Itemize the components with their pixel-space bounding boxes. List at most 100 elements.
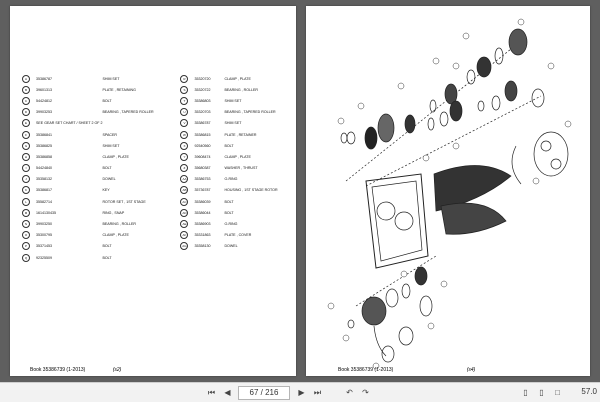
single-page-view-icon[interactable]: ▯ xyxy=(523,388,528,397)
part-number: 54424840 xyxy=(36,166,52,171)
two-page-view-icon[interactable]: ▯ xyxy=(539,388,544,397)
ref-bubble: F xyxy=(22,130,30,139)
part-description: BEARING , ROLLER xyxy=(224,87,259,92)
part-description: SHIM SET xyxy=(102,143,120,148)
part-description: PLATE , COVER xyxy=(224,233,252,238)
part-number: 35386841 xyxy=(36,132,52,137)
first-page-icon[interactable]: ⏮ xyxy=(207,388,216,397)
ref-bubble: O xyxy=(22,231,30,240)
ref-bubble: AG xyxy=(180,242,189,251)
last-page-icon[interactable]: ⏭ xyxy=(313,388,322,397)
part-number: 35386803 xyxy=(194,98,211,103)
part-description: BOLT xyxy=(224,199,234,204)
ref-bubble: R xyxy=(180,74,189,83)
ref-bubble: K xyxy=(22,186,30,195)
part-number: 35386815 xyxy=(194,132,211,137)
part-description: RING , SNAP xyxy=(102,210,125,215)
ref-bubble: W xyxy=(180,130,189,139)
part-number: 35386753 xyxy=(194,177,211,182)
part-number: 39601313 xyxy=(36,87,52,92)
ref-bubble: A xyxy=(22,74,30,83)
ref-bubble: H xyxy=(22,152,30,161)
part-number: 35386817 xyxy=(36,188,52,193)
back-icon[interactable]: ↶ xyxy=(346,388,353,397)
part-number: 35386787 xyxy=(194,121,211,126)
page-footer: Book 35386739 (1-2013) (s4) xyxy=(338,367,475,373)
next-page-icon[interactable]: ▶ xyxy=(298,388,305,397)
table-row: K 35386817 KEY AB 35736787 HOUSING , 1ST STAG… xyxy=(22,185,278,196)
ref-bubble: Z xyxy=(180,164,189,173)
part-description: BEARING , TAPERED ROLLER xyxy=(224,110,276,115)
table-row: O 35300795 CLAMP , PLATE AF 35331863 PLATE , … xyxy=(22,230,278,241)
part-number: SEE GEAR SET CHART / SHEET 2 OF 2 xyxy=(36,121,103,126)
page-code: (s4) xyxy=(466,367,476,373)
part-number: 35386044 xyxy=(194,210,211,215)
part-number: 35371453 xyxy=(36,244,52,249)
part-description: SHIM SET xyxy=(224,121,242,126)
ref-bubble: X xyxy=(180,141,189,150)
page-right: Book 35386739 (1-2013) (s4) xyxy=(306,6,590,376)
table-row: P 35371453 BOLT AG 35358130 DOWEL xyxy=(22,241,278,252)
part-number: 35680387 xyxy=(194,166,211,171)
fit-view-icon[interactable]: □ xyxy=(555,388,560,397)
part-description: CLAMP , PLATE xyxy=(224,154,251,159)
part-description: ROTOR SET , 1ST STAGE xyxy=(102,199,146,204)
part-number: 35300795 xyxy=(36,233,52,238)
part-description: CLAMP , PLATE xyxy=(102,154,129,159)
ref-bubble: AF xyxy=(180,231,189,240)
part-description: DOWEL xyxy=(224,244,238,249)
ref-bubble: I xyxy=(22,164,30,173)
previous-page-icon[interactable]: ◀ xyxy=(224,388,231,397)
zoom-level[interactable]: 57.0 xyxy=(581,387,597,396)
page-code: (s2) xyxy=(112,367,122,373)
ref-bubble: L xyxy=(22,197,30,206)
forward-icon[interactable]: ↷ xyxy=(362,388,369,397)
ref-bubble: V xyxy=(180,119,189,128)
part-number: 35358132 xyxy=(36,177,52,182)
ref-bubble: C xyxy=(22,96,30,105)
part-description: WASHER , THRUST xyxy=(224,166,258,171)
part-number: 35386825 xyxy=(36,143,52,148)
ref-bubble: E xyxy=(22,119,30,128)
page-indicator[interactable]: 67 / 216 xyxy=(238,386,290,400)
ref-bubble: AB xyxy=(180,186,189,195)
part-number: 35331863 xyxy=(194,233,211,238)
ref-bubble: D xyxy=(22,108,30,117)
part-number: 35582714 xyxy=(36,199,52,204)
part-description: SHIM SET xyxy=(102,76,120,81)
part-number: 35358130 xyxy=(194,244,211,249)
part-description: BOLT xyxy=(102,98,112,103)
part-description: CLAMP , PLATE xyxy=(102,233,129,238)
part-description: HOUSING , 1ST STAGE ROTOR xyxy=(224,188,278,193)
part-number xyxy=(194,252,224,263)
part-number: 35386858 xyxy=(36,154,52,159)
part-number: 35736787 xyxy=(194,188,211,193)
viewer-toolbar: ⏮ ◀ 67 / 216 ▶ ⏭ ↶ ↷ ▯ ▯ □ 57.0 xyxy=(0,382,600,402)
ref-bubble: AE xyxy=(180,220,189,229)
part-description: DOWEL xyxy=(102,177,116,182)
book-number: Book 35386739 (1-2013) xyxy=(338,367,394,373)
ref-bubble: U xyxy=(180,108,189,117)
part-description: PLATE , RETAINER xyxy=(224,132,257,137)
part-description: KEY xyxy=(102,188,110,193)
table-row: E SEE GEAR SET CHART / SHEET 2 OF 2 V 35386… xyxy=(22,118,278,129)
part-number: 39608474 xyxy=(194,154,211,159)
part-number: 92325509 xyxy=(36,255,52,260)
part-description xyxy=(224,252,277,263)
part-description: BEARING , TAPERED ROLLER xyxy=(102,110,154,115)
ref-bubble: P xyxy=(22,242,30,251)
part-description: BOLT xyxy=(102,244,112,249)
part-description: CLAMP , PLATE xyxy=(224,76,251,81)
